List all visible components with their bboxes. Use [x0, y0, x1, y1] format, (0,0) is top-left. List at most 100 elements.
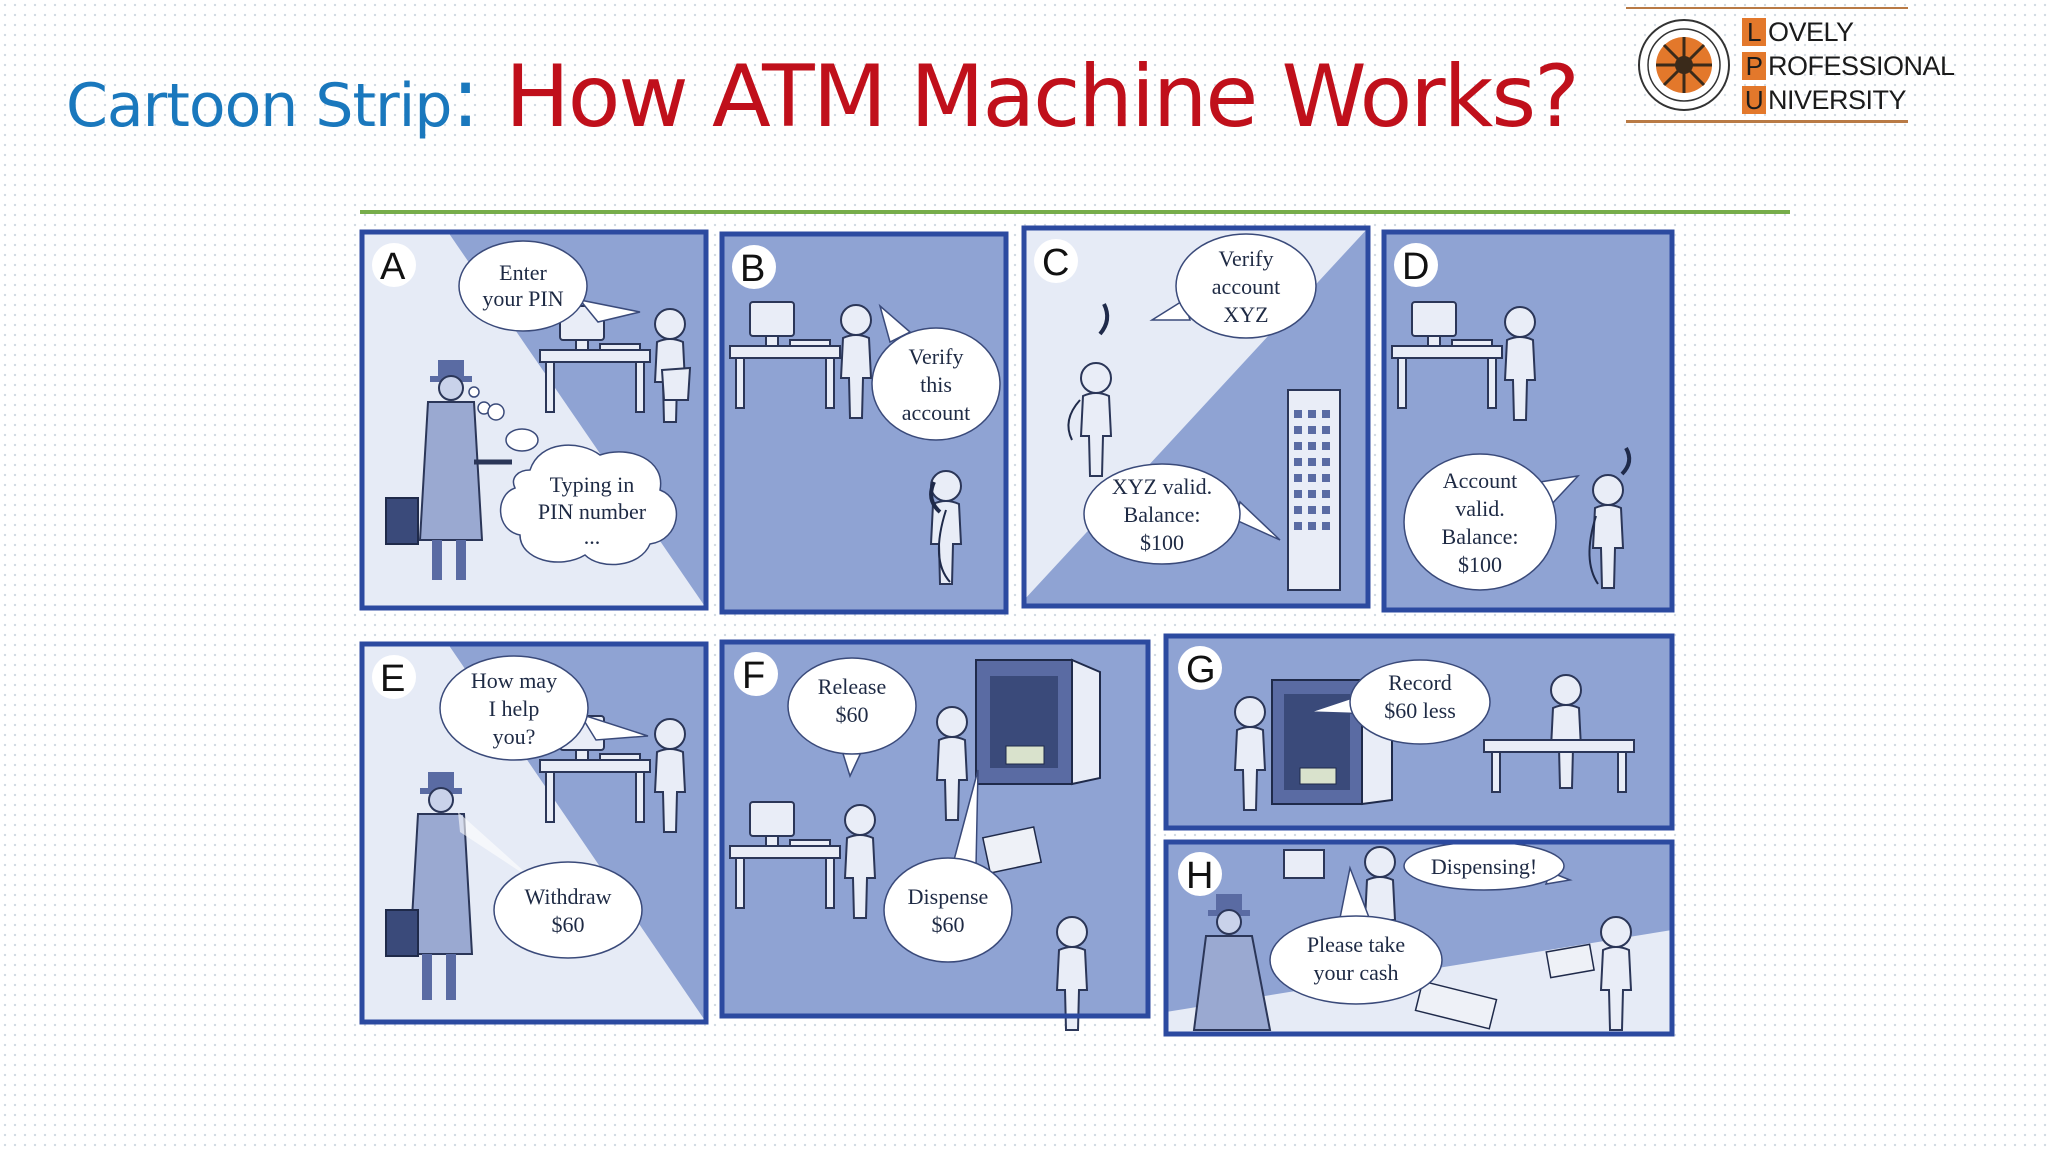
panel-d-letter: D	[1402, 246, 1429, 288]
logo-rest: OVELY	[1768, 16, 1854, 47]
logo-cap: U	[1742, 86, 1766, 114]
panel-e: How may I help you? Withdraw $60 E	[359, 641, 709, 1025]
panel-a-letter-badge	[372, 243, 416, 287]
panel-c-bubble-1-line-2: account	[1212, 274, 1280, 299]
panel-c-bubble-2-line-2: Balance:	[1124, 502, 1201, 527]
panel-b-bubble-1-line-3: account	[902, 400, 970, 425]
panel-b: Verify this account B	[719, 231, 1009, 615]
panel-h-letter-badge	[1178, 852, 1222, 896]
panel-f-letter: F	[742, 655, 765, 697]
panel-e-letter-badge	[372, 655, 416, 699]
panel-f-speech-bubble-2: Dispense $60	[883, 769, 1013, 963]
panel-e-bubble-2-line-1: Withdraw	[524, 884, 611, 909]
panel-f-frame	[719, 639, 1151, 1019]
panel-h-speech-bubble-2: Please take your cash	[1269, 865, 1443, 1005]
panel-b-bubble-1-line-2: this	[920, 372, 952, 397]
panel-g-frame	[1163, 633, 1675, 831]
panel-e-bubble-1-line-3: you?	[493, 724, 536, 749]
panel-d-bubble-1-line-3: Balance:	[1442, 524, 1519, 549]
panel-h-customer	[1192, 894, 1272, 1031]
logo-rule-bottom	[1626, 120, 1908, 123]
accent-rule	[360, 210, 1790, 214]
panel-c-bubble-2-line-1: XYZ valid.	[1112, 474, 1212, 499]
panel-g-letter-badge	[1178, 646, 1222, 690]
panel-c-bubble-1-line-3: XYZ	[1223, 302, 1268, 327]
panel-d-letter-badge	[1394, 243, 1438, 287]
panel-b-letter: B	[740, 248, 765, 290]
title-main: How ATM Machine Works?	[479, 47, 1580, 147]
panel-a-letter: A	[380, 246, 406, 288]
panel-b-figures	[729, 301, 962, 585]
panel-g-speech-bubble: Record $60 less	[1309, 659, 1491, 745]
title-lead: Cartoon Strip	[66, 71, 452, 141]
panel-d-bubble-1-line-2: valid.	[1455, 496, 1505, 521]
panel-e-customer	[385, 772, 536, 1000]
panel-b-letter-badge	[732, 245, 776, 289]
panel-b-speech-bubble: Verify this account	[871, 303, 1001, 441]
panel-d-speech-bubble: Account valid. Balance: $100	[1403, 453, 1581, 591]
panel-g: Record $60 less G	[1163, 633, 1675, 831]
panel-a-figures	[539, 305, 692, 423]
panel-c-letter-badge	[1034, 239, 1078, 283]
logo-rule-top	[1626, 7, 1908, 9]
panel-a-bubble-1-line-2: your PIN	[482, 286, 563, 311]
logo-rest: ROFESSIONAL	[1768, 50, 1955, 81]
panel-c-figures	[1067, 303, 1112, 477]
panel-f-vault	[975, 658, 1101, 786]
panel-h-figures	[1283, 846, 1632, 1031]
panel-f-bubble-2-line-2: $60	[932, 912, 965, 937]
panel-a-bubble-2-line-3: ...	[584, 524, 601, 549]
panel-e-bubble-1-line-2: I help	[489, 696, 540, 721]
panel-h-cash	[1414, 943, 1595, 1030]
panel-f-cash-stack	[981, 826, 1043, 874]
panel-h-bubble-2-line-2: your cash	[1314, 960, 1399, 985]
panel-c-bubble-1-line-1: Verify	[1219, 246, 1274, 271]
panel-a-bubble-2-line-2: PIN number	[538, 499, 647, 524]
panel-a-speech-bubble: Enter your PIN	[458, 240, 641, 332]
panel-d: Account valid. Balance: $100 D	[1381, 229, 1675, 613]
panel-e-bubble-1-line-1: How may	[471, 668, 557, 693]
panel-b-bubble-1-line-1: Verify	[909, 344, 964, 369]
panel-g-figures	[1234, 674, 1635, 811]
panel-e-speech-bubble-1: How may I help you?	[439, 655, 649, 761]
panel-a: Enter your PIN Typing in PIN number ... …	[359, 229, 709, 611]
panel-a-thought-bubble: Typing in PIN number ...	[499, 444, 678, 566]
panel-f-bubble-2-line-1: Dispense	[908, 884, 989, 909]
title-colon: :	[451, 48, 480, 146]
panel-e-bubble-2-line-2: $60	[552, 912, 585, 937]
panel-e-letter: E	[380, 658, 405, 700]
panel-d-bubble-1-line-4: $100	[1458, 552, 1502, 577]
panel-f-bubble-1-line-1: Release	[818, 674, 886, 699]
panel-c-bank-building	[1287, 389, 1341, 591]
panel-h: Dispensing! Please take your cash H	[1163, 839, 1675, 1037]
panel-g-bubble-1-line-1: Record	[1388, 670, 1452, 695]
panel-a-bubble-1-line-1: Enter	[499, 260, 547, 285]
panel-c-speech-bubble-2: XYZ valid. Balance: $100	[1083, 463, 1281, 565]
panel-a-customer	[385, 360, 512, 580]
panel-h-letter: H	[1186, 855, 1213, 897]
panel-h-bubble-2-line-1: Please take	[1307, 932, 1405, 957]
panel-c-speech-bubble-1: Verify account XYZ	[1149, 233, 1317, 339]
panel-e-speech-bubble-2: Withdraw $60	[493, 861, 643, 959]
panel-c-letter: C	[1042, 242, 1069, 284]
panel-c-frame	[1021, 225, 1371, 609]
panel-h-bubble-1-line-1: Dispensing!	[1431, 854, 1537, 879]
panel-d-figures	[1391, 301, 1632, 589]
panel-f: Release $60 Dispense $60 F	[719, 639, 1151, 1031]
panel-e-frame	[359, 641, 709, 1025]
logo-cap: L	[1742, 18, 1766, 46]
panel-b-frame	[719, 231, 1009, 615]
panel-d-frame	[1381, 229, 1675, 613]
panel-f-bubble-1-line-2: $60	[836, 702, 869, 727]
panel-f-speech-bubble-1: Release $60	[787, 657, 917, 779]
panel-h-frame	[1163, 839, 1675, 1037]
panel-g-letter: G	[1186, 649, 1216, 691]
panel-a-bubble-2-line-1: Typing in	[550, 472, 635, 497]
panel-a-frame	[359, 229, 709, 611]
panel-h-speech-bubble-1: Dispensing!	[1403, 841, 1573, 891]
